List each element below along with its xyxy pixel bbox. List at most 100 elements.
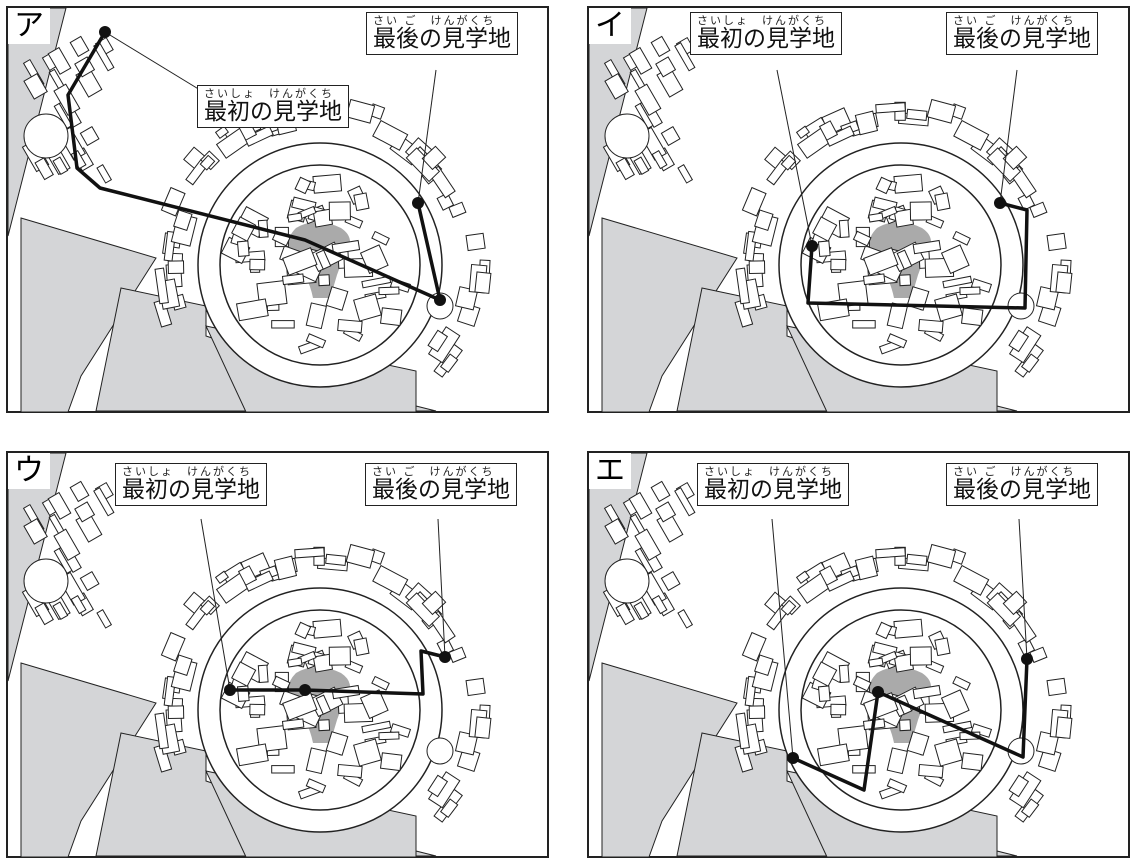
building [287,657,303,668]
building [960,307,984,327]
building [23,518,48,545]
building [214,125,230,139]
building [372,119,409,151]
stop-point [872,686,884,698]
last-site-ruby: さい ご けんがくち [372,465,495,478]
building [69,35,90,58]
building [942,275,973,289]
building [305,333,327,349]
building [325,553,347,566]
building [650,480,671,503]
building [361,720,392,734]
building [448,201,467,219]
building [899,274,912,287]
building [281,273,305,286]
building [154,712,169,750]
building [655,501,677,523]
building [378,731,400,741]
building [899,719,912,732]
first-site-text: 最初の見学地 [697,26,835,52]
stop-point [99,26,111,38]
building [909,201,932,221]
building [634,83,662,116]
panel-letter: ウ [8,453,50,489]
first-site-ruby: さいしょ けんがくち [704,465,834,478]
building [379,752,403,772]
building [439,353,459,374]
building [52,601,69,621]
building [741,186,767,217]
building [651,149,668,170]
building [318,274,331,287]
building [421,590,447,616]
first-site-label: さいしょ けんがくち 最初の見学地 [197,85,349,128]
building [359,689,389,720]
building [1035,286,1060,311]
building [959,286,981,296]
building [371,675,390,691]
building [893,618,924,639]
building [257,664,269,684]
building [1008,329,1030,353]
building [79,125,100,147]
building [735,712,750,750]
building [454,286,479,311]
building [754,209,774,232]
building [795,125,811,139]
building [199,154,216,171]
first-site-label: さいしょ けんがくち 最初の見学地 [690,12,842,55]
building [282,247,318,276]
building [816,743,850,767]
building [294,176,312,195]
building [337,763,363,779]
building [940,689,970,720]
building [160,186,186,217]
building [47,491,72,520]
first-leader-line [200,518,231,691]
first-site-ruby: さいしょ けんがくち [122,465,252,478]
building [615,157,635,181]
building [934,192,951,212]
building [906,553,928,566]
building [953,119,990,151]
panel-letter: イ [589,8,631,44]
last-site-label: さい ご けんがくち 最後の見学地 [365,463,517,506]
stop-point [439,651,451,663]
water-area [20,217,157,413]
building [633,156,650,176]
building [34,602,54,626]
building [287,212,303,223]
building [863,247,899,276]
building [379,307,403,327]
building [345,543,376,569]
last-site-ruby: さい ご けんがくち [953,465,1076,478]
building [1008,774,1030,798]
building [53,528,81,561]
building [372,564,409,596]
building [748,260,766,275]
building [838,219,850,239]
building [427,329,449,353]
building [677,609,694,629]
building [1035,731,1060,756]
building [852,230,872,247]
stop-point [434,294,446,306]
building [896,249,913,270]
last-site-text: 最後の見学地 [953,26,1091,52]
building [294,621,312,640]
building [934,637,951,657]
building [474,271,492,294]
first-site-text: 最初の見学地 [204,99,342,125]
building [953,564,990,596]
building [243,125,274,147]
building [34,157,54,181]
building [952,230,971,246]
route-line [230,649,446,696]
building [918,763,944,779]
stop-point [412,197,424,209]
building [454,731,479,756]
building [838,664,850,684]
building [235,743,269,767]
map-panel-a: ア さいしょ けんがくち 最初の見学地 さい ご けんがくち 最後の見学地 [6,6,549,413]
building [780,154,797,171]
